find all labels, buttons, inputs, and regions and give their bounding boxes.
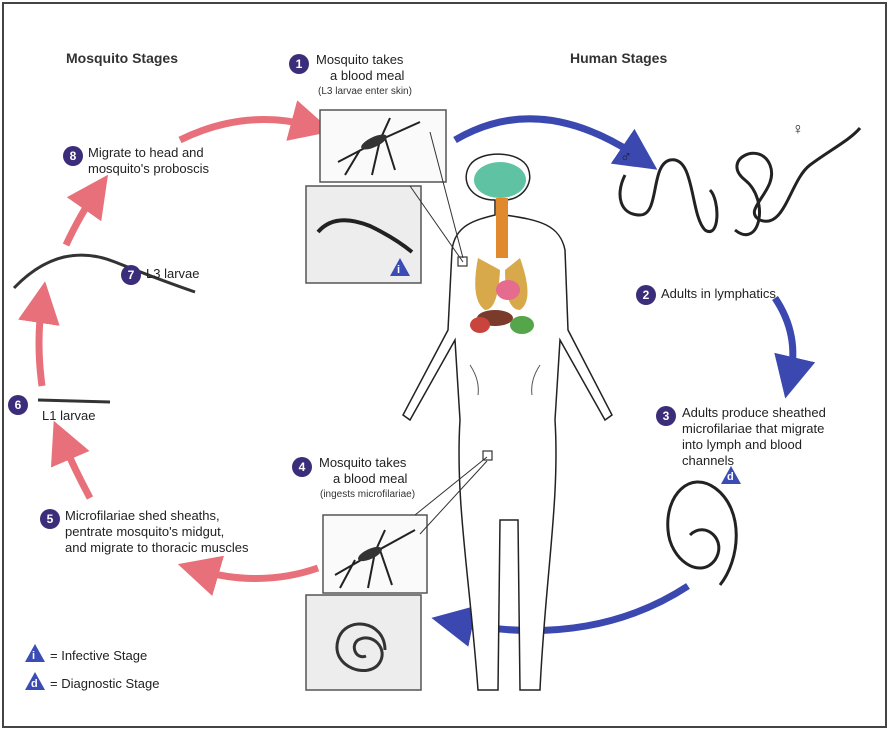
step-5-text-line2: pentrate mosquito's midgut,	[65, 524, 224, 540]
mosquito-bite-image-bottom	[323, 515, 427, 593]
microfilaria-sheathed	[668, 482, 736, 585]
step-1-text-line2: a blood meal	[330, 68, 404, 84]
step-3-text-line1: Adults produce sheathed	[682, 405, 826, 421]
step-3-text-line3: into lymph and blood	[682, 437, 802, 453]
step-8-badge: 8	[63, 146, 83, 166]
step-3-text-line2: microfilariae that migrate	[682, 421, 824, 437]
arrow-8-to-1	[180, 120, 312, 140]
infective-letter-box: i	[397, 262, 400, 278]
arrow-1-to-2	[455, 119, 640, 158]
step-8-text-line1: Migrate to head and	[88, 145, 204, 161]
step-7-text: L3 larvae	[146, 266, 199, 282]
step-6-badge: 6	[8, 395, 28, 415]
mosquito-stages-header: Mosquito Stages	[66, 50, 178, 66]
arrow-2-to-3	[775, 298, 793, 378]
adult-worm-female	[735, 128, 860, 235]
step-8-text-line2: mosquito's proboscis	[88, 161, 209, 177]
step-5-badge: 5	[40, 509, 60, 529]
adult-worm-male	[620, 160, 717, 232]
human-stages-header: Human Stages	[570, 50, 667, 66]
step-4-note: (ingests microfilariae)	[320, 489, 415, 501]
legend-infective-letter: i	[32, 648, 35, 664]
step-2-badge: 2	[636, 285, 656, 305]
mosquito-bite-image-top	[320, 110, 446, 182]
microfilaria-image	[306, 595, 421, 690]
legend-diagnostic-label: = Diagnostic Stage	[50, 676, 159, 692]
arrow-4-to-5	[198, 568, 318, 579]
female-symbol: ♀	[792, 122, 804, 138]
step-2-text: Adults in lymphatics	[661, 286, 776, 302]
step-5-text-line1: Microfilariae shed sheaths,	[65, 508, 220, 524]
step-6-text: L1 larvae	[42, 408, 95, 424]
arrow-7-to-8	[66, 192, 96, 245]
step-5-text-line3: and migrate to thoracic muscles	[65, 540, 249, 556]
step-4-text-line1: Mosquito takes	[319, 455, 406, 471]
arrow-6-to-7	[39, 302, 42, 386]
legend-diagnostic-letter: d	[31, 676, 38, 692]
step-4-text-line2: a blood meal	[333, 471, 407, 487]
step-3-text-line4: channels	[682, 453, 734, 469]
step-1-text-line1: Mosquito takes	[316, 52, 403, 68]
male-symbol: ♂	[620, 150, 632, 166]
step-3-badge: 3	[656, 406, 676, 426]
step-4-badge: 4	[292, 457, 312, 477]
step-1-badge: 1	[289, 54, 309, 74]
legend-infective-label: = Infective Stage	[50, 648, 147, 664]
step-1-note: (L3 larvae enter skin)	[318, 86, 412, 98]
l1-larva-drawing	[38, 400, 110, 402]
arrow-5-to-6	[62, 440, 90, 498]
step-7-badge: 7	[121, 265, 141, 285]
diagnostic-letter-step3: d	[727, 469, 734, 485]
